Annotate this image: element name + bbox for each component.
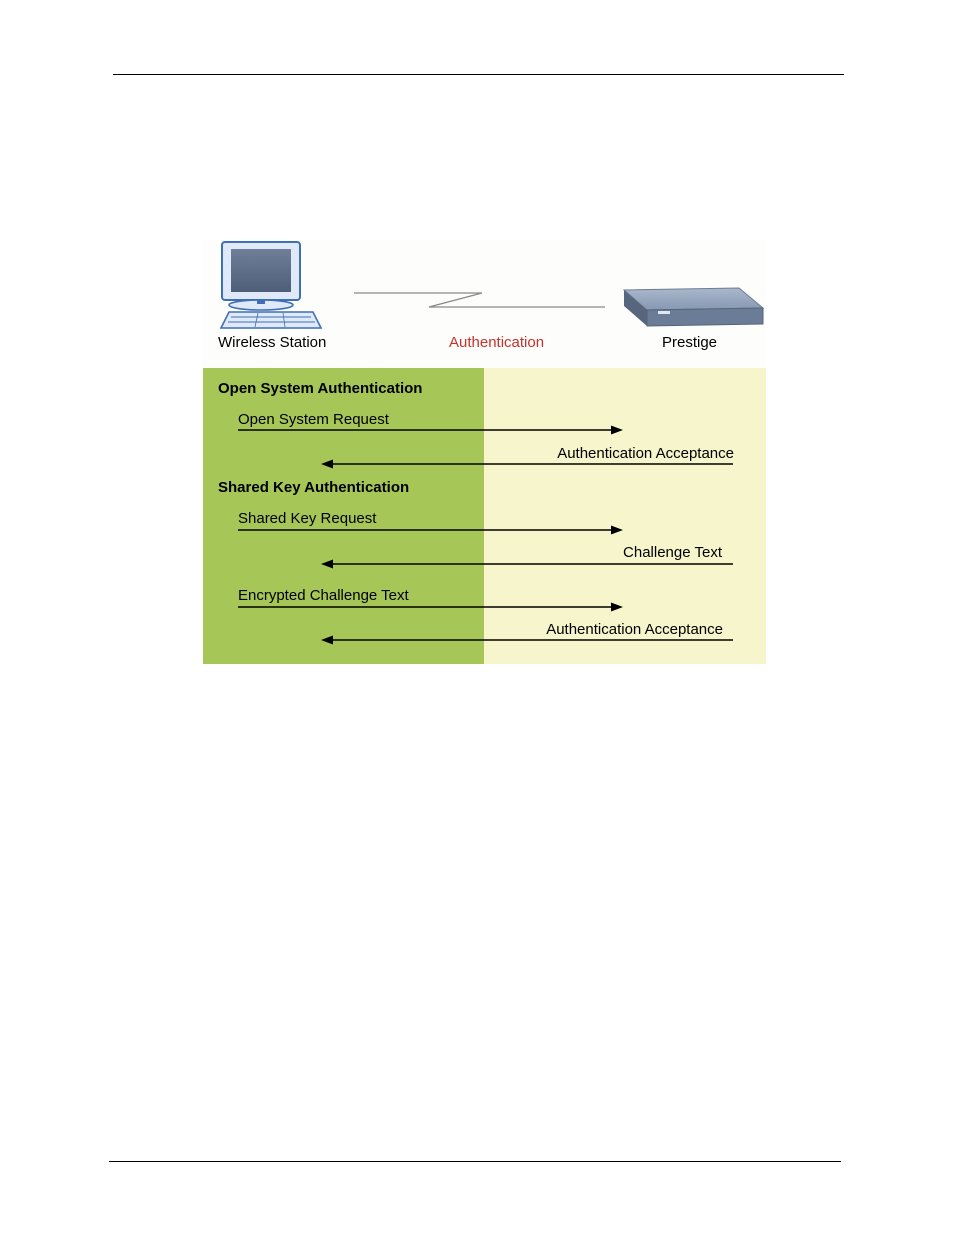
header-rule <box>113 74 844 75</box>
authentication-figure: Wireless Station Authentication Prestige… <box>203 240 766 664</box>
prestige-label: Prestige <box>662 335 717 350</box>
open-system-request-label: Open System Request <box>238 412 389 427</box>
open-system-heading: Open System Authentication <box>218 381 422 396</box>
open-acceptance-label: Authentication Acceptance <box>557 446 734 461</box>
shared-acceptance-label: Authentication Acceptance <box>546 622 723 637</box>
authentication-link-label: Authentication <box>449 335 544 350</box>
encrypted-challenge-label: Encrypted Challenge Text <box>238 588 409 603</box>
challenge-text-label: Challenge Text <box>623 545 722 560</box>
router-icon <box>624 288 763 326</box>
shared-key-heading: Shared Key Authentication <box>218 480 409 495</box>
footer-rule <box>109 1161 841 1162</box>
shared-key-request-label: Shared Key Request <box>238 511 376 526</box>
wireless-station-label: Wireless Station <box>218 335 326 350</box>
computer-icon <box>221 242 321 328</box>
wireless-link-icon <box>354 293 605 307</box>
